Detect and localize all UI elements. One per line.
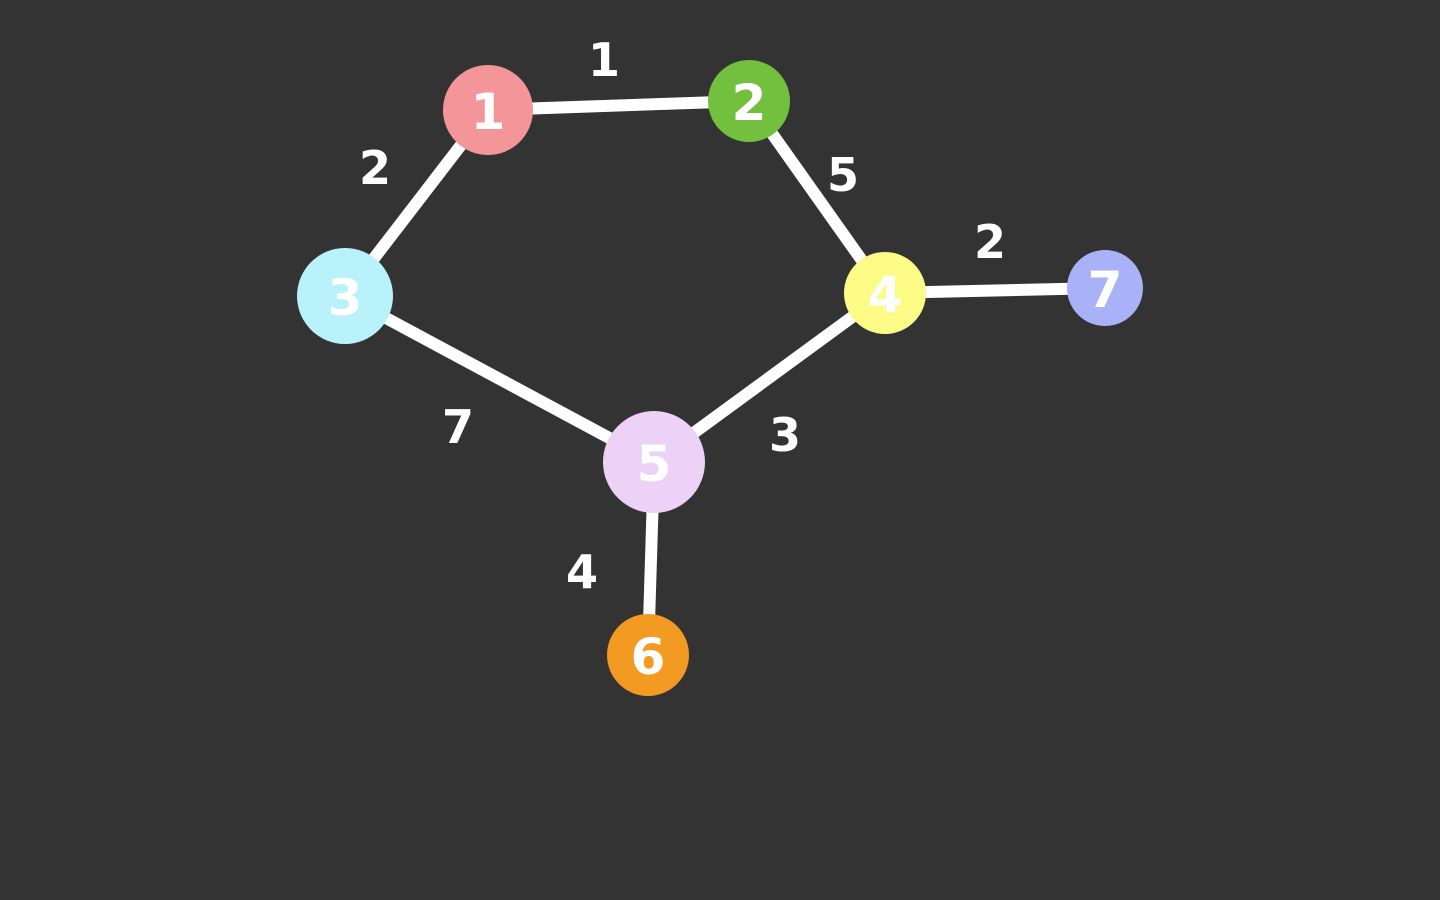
edge-weight-5-6: 4	[566, 545, 598, 599]
node-5: 5	[603, 411, 705, 513]
node-circle-7	[1067, 250, 1143, 326]
node-circle-1	[443, 65, 533, 155]
node-circle-2	[708, 60, 790, 142]
node-circle-4	[844, 252, 926, 334]
edge-weight-1-3: 2	[359, 141, 391, 195]
node-label-7: 7	[1088, 261, 1123, 319]
edge-3-5	[339, 290, 660, 468]
node-label-2: 2	[732, 74, 767, 132]
edge-weight-1-2: 1	[588, 33, 620, 87]
node-4: 4	[844, 252, 926, 334]
node-3: 3	[297, 248, 393, 344]
node-circle-3	[297, 248, 393, 344]
edge-weights-layer: 1 2 5 2 7 3 4	[359, 33, 1006, 599]
edges-layer	[339, 95, 1111, 661]
node-1: 1	[443, 65, 533, 155]
node-circle-6	[607, 614, 689, 696]
node-label-3: 3	[328, 269, 363, 327]
node-label-4: 4	[868, 266, 903, 324]
node-2: 2	[708, 60, 790, 142]
edge-weight-4-7: 2	[974, 215, 1006, 269]
edge-weight-3-5: 7	[442, 400, 474, 454]
edge-weight-4-5: 3	[769, 408, 801, 462]
edge-weight-2-4: 5	[827, 148, 859, 202]
node-circle-5	[603, 411, 705, 513]
node-label-6: 6	[631, 628, 666, 686]
node-7: 7	[1067, 250, 1143, 326]
node-6: 6	[607, 614, 689, 696]
node-label-5: 5	[637, 435, 672, 493]
node-label-1: 1	[471, 83, 506, 141]
